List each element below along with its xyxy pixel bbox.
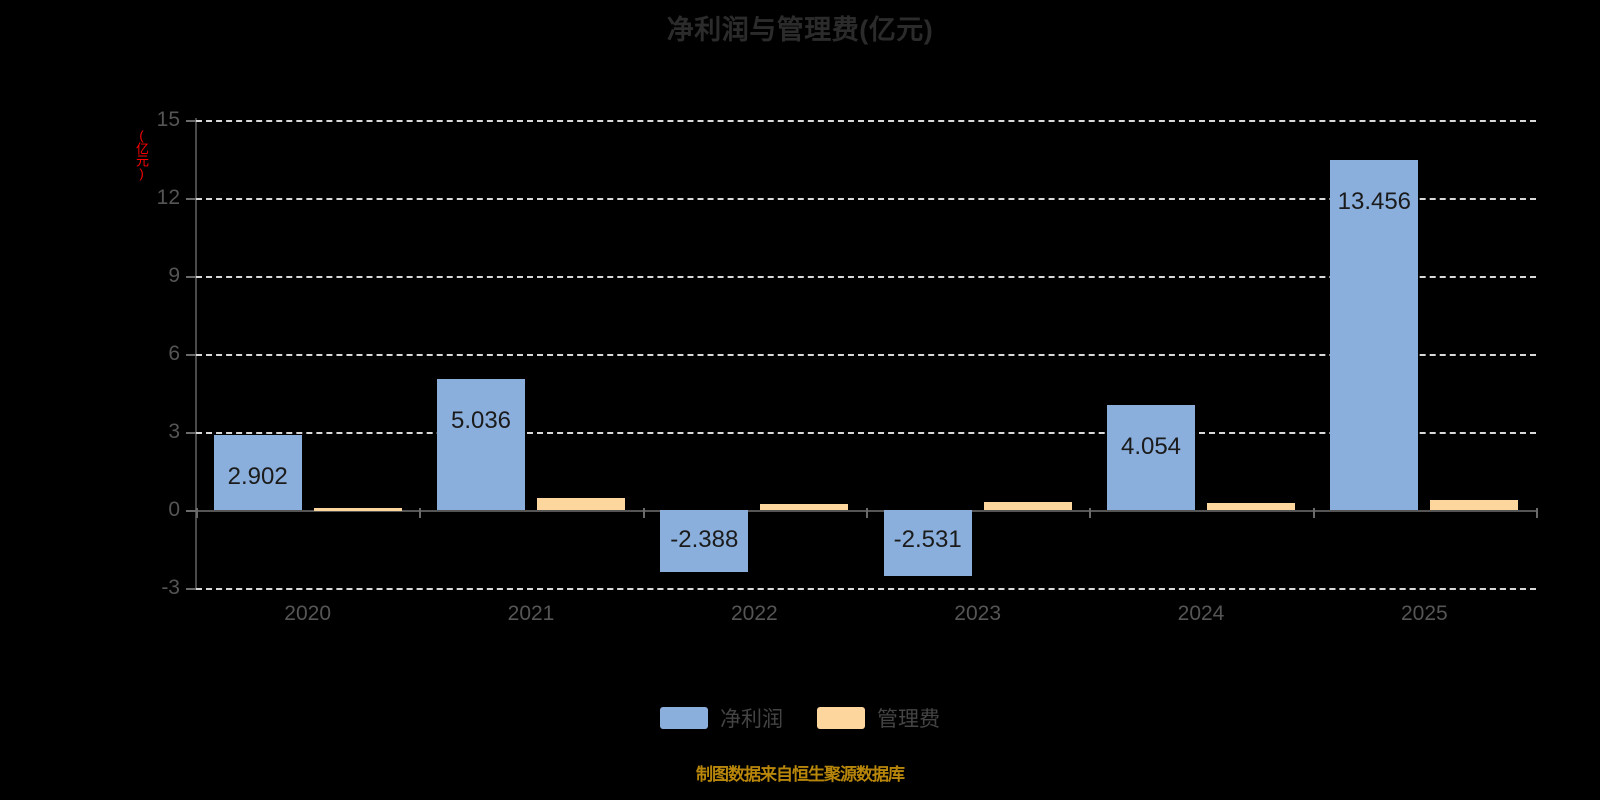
bar-admin-cost-2023[interactable] <box>983 501 1072 510</box>
chart-legend: 净利润 管理费 <box>0 703 1600 733</box>
y-axis-title: (亿元) <box>134 128 149 180</box>
bar-value-label-2024: 4.054 <box>1120 432 1182 460</box>
x-axis-tick <box>419 508 422 518</box>
y-axis-label: 0 <box>168 498 180 521</box>
x-axis-tick <box>866 508 868 518</box>
bar-admin-cost-2021[interactable] <box>537 497 625 510</box>
y-axis-label: 9 <box>168 264 180 287</box>
y-axis-label: 6 <box>168 342 180 365</box>
bar-net-profit-2025[interactable] <box>1330 160 1419 510</box>
legend-swatch-icon <box>817 707 865 729</box>
y-axis-tick <box>186 432 196 434</box>
gridline <box>196 276 1536 278</box>
y-axis-label: 12 <box>156 186 180 209</box>
x-axis-label-2023: 2023 <box>954 602 1002 625</box>
bar-admin-cost-2024[interactable] <box>1207 502 1295 510</box>
gridline <box>196 432 1536 434</box>
chart-title: 净利润与管理费(亿元) <box>666 15 934 45</box>
bar-net-profit-2022[interactable] <box>660 510 749 573</box>
y-axis-tick <box>186 510 196 512</box>
source-note: 制图数据来自恒生聚源数据库 <box>696 765 905 784</box>
y-axis-tick <box>186 198 196 200</box>
y-axis-label: 15 <box>156 108 180 131</box>
bar-value-label-2020: 2.902 <box>227 462 288 490</box>
legend-label: 净利润 <box>720 708 783 731</box>
y-axis-label: -3 <box>161 576 180 599</box>
x-axis-label-2022: 2022 <box>730 602 778 625</box>
legend-item-admin-cost[interactable]: 管理费 <box>817 703 940 733</box>
gridline <box>196 198 1536 200</box>
y-axis-tick <box>186 588 196 590</box>
bar-admin-cost-2025[interactable] <box>1430 500 1519 510</box>
legend-item-net-profit[interactable]: 净利润 <box>660 703 783 733</box>
bar-net-profit-2020[interactable] <box>213 434 302 510</box>
y-axis-label: 3 <box>168 420 180 443</box>
legend-swatch-icon <box>660 707 708 729</box>
bar-net-profit-2023[interactable] <box>883 510 972 576</box>
x-axis-label-2020: 2020 <box>284 602 332 625</box>
bar-admin-cost-2022[interactable] <box>760 503 849 510</box>
x-axis-label-2021: 2021 <box>507 602 555 625</box>
bar-net-profit-2024[interactable] <box>1107 404 1195 510</box>
bar-value-label-2025: 13.456 <box>1337 188 1412 216</box>
gridline <box>196 354 1536 356</box>
y-axis-tick <box>186 354 196 356</box>
y-axis-tick <box>186 276 196 278</box>
x-axis-label-2025: 2025 <box>1400 602 1448 625</box>
bar-value-label-2022: -2.388 <box>670 526 739 553</box>
x-axis-tick <box>642 508 645 518</box>
bar-net-profit-2021[interactable] <box>437 379 525 510</box>
x-axis-tick <box>1312 508 1315 518</box>
x-axis-label-2024: 2024 <box>1177 602 1225 625</box>
bar-value-label-2023: -2.531 <box>893 526 962 553</box>
x-axis-tick <box>1089 508 1092 518</box>
y-axis-tick <box>186 120 196 122</box>
legend-label: 管理费 <box>877 708 940 731</box>
bar-value-label-2021: 5.036 <box>450 407 512 435</box>
gridline <box>196 120 1536 122</box>
x-axis-tick <box>1536 508 1538 518</box>
bar-admin-cost-2020[interactable] <box>313 507 402 511</box>
gridline <box>196 588 1536 590</box>
x-axis-tick <box>196 508 198 518</box>
